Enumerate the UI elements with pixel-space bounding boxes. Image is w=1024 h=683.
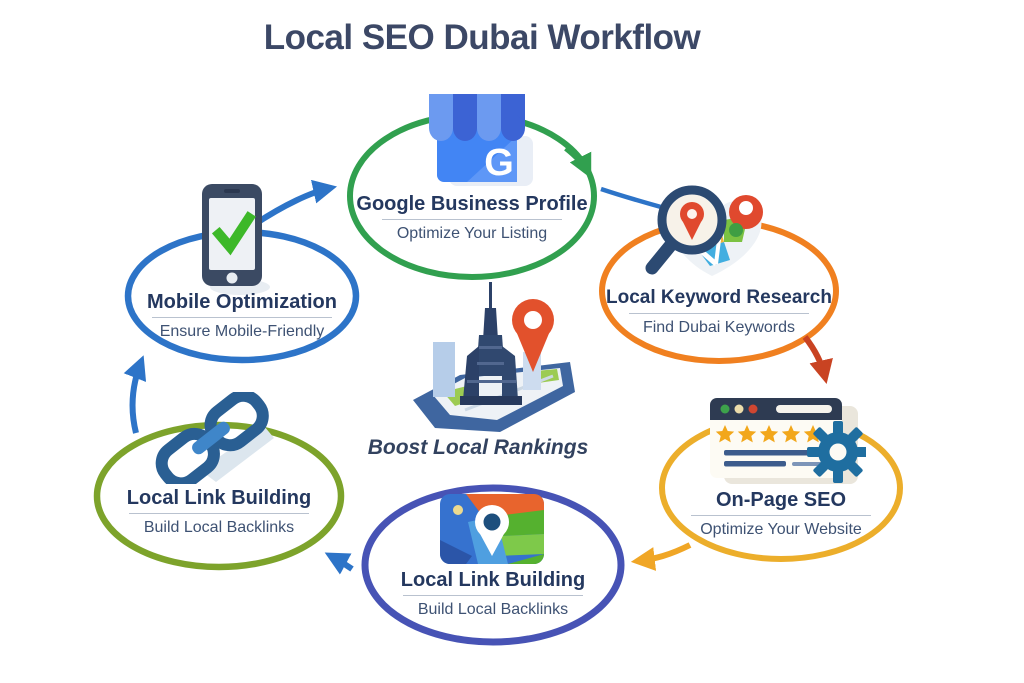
node-mobile-optimization: Mobile Optimization Ensure Mobile-Friend… — [114, 291, 370, 341]
smartphone-check-icon — [202, 184, 270, 295]
node-title: On-Page SEO — [715, 489, 847, 511]
node-divider — [382, 219, 562, 220]
node-title: Google Business Profile — [356, 193, 588, 215]
node-title: Local Link Building — [400, 569, 586, 591]
node-divider — [403, 595, 583, 596]
node-on-page-seo: On-Page SEO Optimize Your Website — [653, 489, 909, 539]
node-local-keyword-research: Local Keyword Research Find Dubai Keywor… — [591, 287, 847, 337]
storefront-g-icon: G — [429, 94, 533, 186]
arrow-gbp-to-keyword-research — [564, 145, 592, 179]
browser-stars-gear-icon — [710, 398, 866, 484]
magnifier-map-pin-icon — [645, 185, 763, 276]
arrow-keyword-research-to-onpage — [802, 335, 833, 385]
node-google-business-profile: Google Business Profile Optimize Your Li… — [344, 193, 600, 243]
node-local-link-building-bottom: Local Link Building Build Local Backlink… — [365, 569, 621, 619]
node-title: Local Link Building — [126, 487, 312, 509]
node-local-link-building-left: Local Link Building Build Local Backlink… — [91, 487, 347, 537]
node-title: Mobile Optimization — [147, 291, 337, 313]
node-divider — [152, 317, 332, 318]
center-caption: Boost Local Rankings — [367, 436, 589, 459]
node-subtitle: Optimize Your Listing — [396, 225, 548, 242]
arrow-link-building-to-mobile — [123, 355, 147, 434]
node-subtitle: Optimize Your Website — [700, 521, 862, 538]
node-divider — [129, 513, 309, 514]
node-divider — [629, 313, 809, 314]
node-subtitle: Ensure Mobile-Friendly — [159, 323, 325, 340]
dubai-skyline-map-pin-icon — [413, 282, 575, 432]
arrow-onpage-to-link-building-bottom — [630, 542, 692, 571]
arrow-swoosh-to-keyword-research — [600, 186, 662, 210]
node-title: Local Keyword Research — [606, 287, 832, 308]
ring-local-link-building-bottom — [361, 484, 625, 646]
svg-text:G: G — [484, 142, 514, 184]
arrow-bottom-to-link-building-left — [324, 552, 354, 575]
node-subtitle: Build Local Backlinks — [417, 601, 569, 618]
node-subtitle: Build Local Backlinks — [143, 519, 295, 536]
node-subtitle: Find Dubai Keywords — [642, 319, 796, 336]
node-divider — [691, 515, 871, 516]
chain-links-icon — [155, 392, 274, 484]
map-pin-card-icon — [440, 494, 544, 564]
page-title: Local SEO Dubai Workflow — [263, 18, 701, 57]
